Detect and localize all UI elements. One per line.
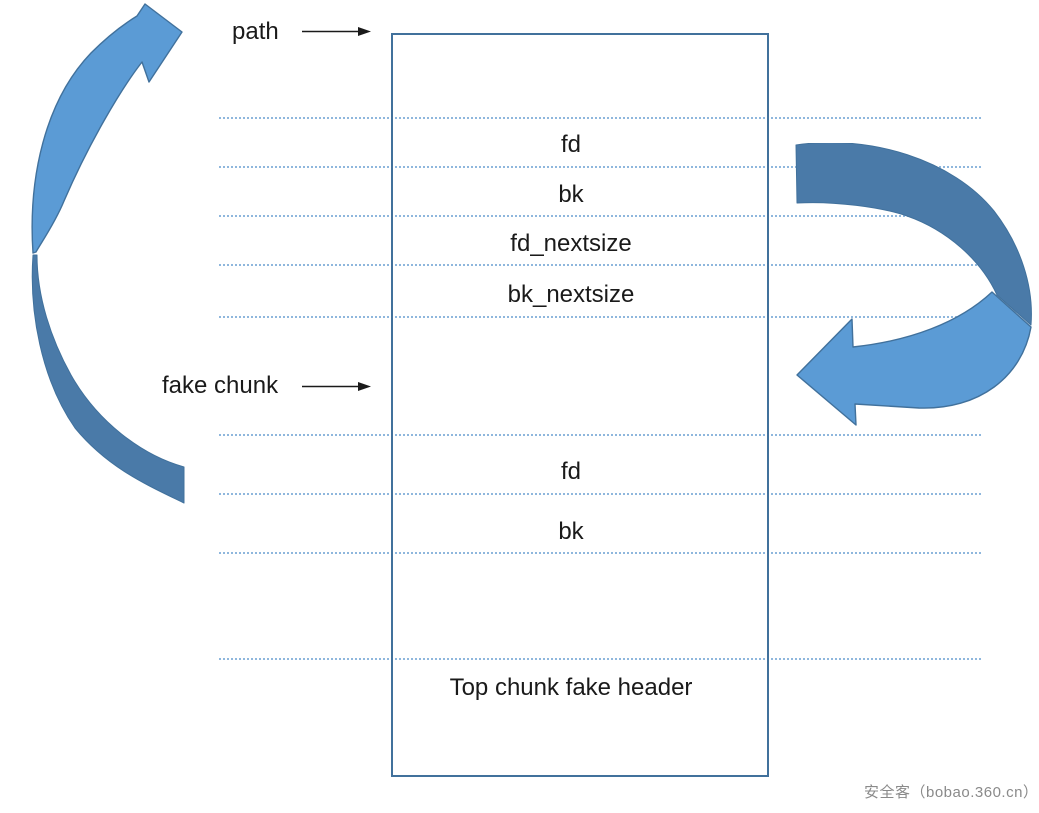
dotted-line (219, 264, 982, 266)
path-label: path (232, 18, 279, 45)
chunk-field-fd: fd (560, 131, 581, 158)
chunk-field-bk-nextsize: bk_nextsize (507, 281, 635, 308)
dotted-line (219, 117, 982, 119)
curved-arrow-left-tail (31, 254, 185, 504)
path-arrow-icon (302, 27, 371, 36)
fake-chunk-field-bk: bk (558, 518, 584, 545)
curved-arrow-left-head (31, 3, 183, 254)
dotted-line (219, 658, 982, 660)
dotted-line (219, 434, 982, 436)
curved-arrow-right-tail (795, 143, 1032, 326)
curved-arrow-right-icon (795, 143, 1032, 426)
top-chunk-fake-header-label: Top chunk fake header (449, 674, 693, 701)
dotted-line (219, 166, 982, 168)
watermark: 安全客（bobao.360.cn） (864, 784, 1039, 801)
fake-chunk-field-fd: fd (560, 458, 581, 485)
chunk-field-fd-nextsize: fd_nextsize (510, 230, 632, 257)
chunk-box (391, 33, 769, 777)
dotted-line (219, 493, 982, 495)
dotted-line (219, 316, 982, 318)
fake-chunk-arrow-icon (302, 382, 371, 391)
fake-chunk-label: fake chunk (162, 372, 279, 399)
dotted-line (219, 215, 982, 217)
curved-arrow-left-icon (31, 3, 185, 504)
chunk-field-bk: bk (558, 181, 584, 208)
dotted-line (219, 552, 982, 554)
curved-arrow-right-head (796, 291, 1032, 426)
